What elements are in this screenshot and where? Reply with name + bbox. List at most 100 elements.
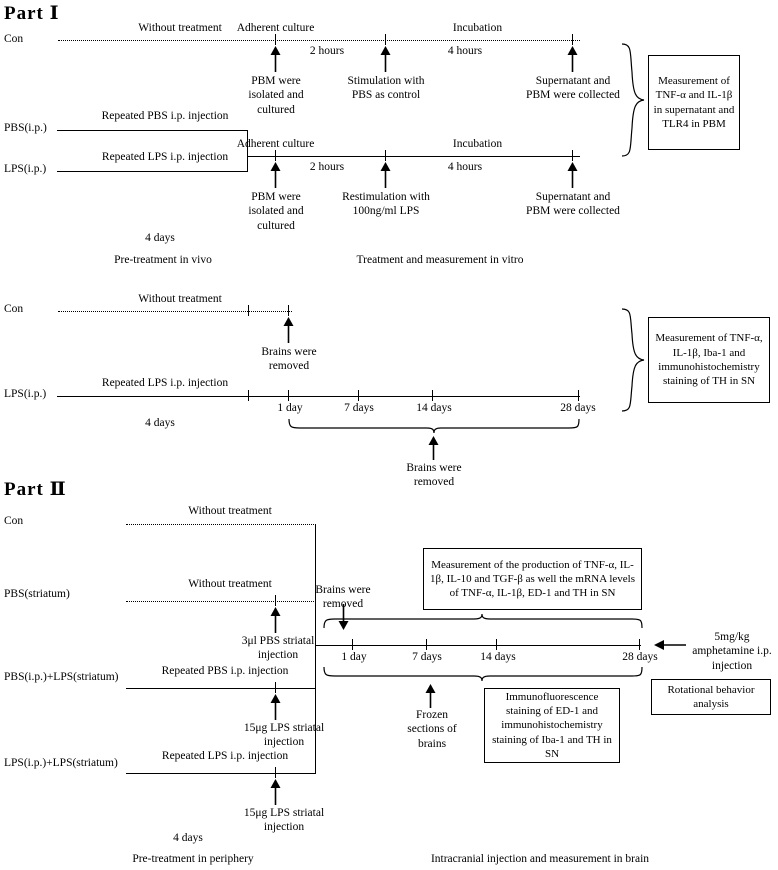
tick-con-p1c-2 (288, 305, 289, 316)
timeline-lps-p1c (57, 396, 580, 397)
behavior-box-p2: Rotational behavior analysis (651, 679, 771, 715)
tick-label-14-days-p2: 14 days (480, 651, 516, 663)
footer-caption-intracranial-injection: Intracranial injection and measurement i… (430, 853, 650, 865)
connector-pbs-lps-p1a (247, 130, 248, 171)
event-brains-removed-p1c: Brains were removed (261, 346, 317, 373)
part-1-title: Part Ⅰ (4, 3, 60, 24)
footer-duration-4-days-p1a: 4 days (145, 232, 175, 244)
tick-con-p1a-2 (385, 34, 386, 45)
tick-p2-28days (639, 639, 640, 650)
measurement-box-p1c: Measurement of TNF-α, IL-1β, Iba-1 and i… (648, 317, 770, 403)
duration-2-hours-p1b: 2 hours (309, 161, 345, 173)
event-brains-removed-p1c2: Brains were removed (406, 462, 462, 489)
tick-con-p1a-1 (275, 34, 276, 45)
row-label-con-p2: Con (4, 515, 24, 527)
tick-lps-p1c-7days (358, 390, 359, 401)
event-lps-striatal-injection-p2b: 15μg LPS striatal injection (243, 807, 325, 834)
row-label-con-p1c: Con (4, 303, 24, 315)
up-arrow-brains-removed-p1c2 (427, 436, 440, 460)
footer-duration-4-days-p2: 4 days (173, 832, 203, 844)
line-pbs-ip-p1a (57, 130, 248, 131)
tick-p2-1day (352, 639, 353, 650)
segment-incubation-p1a: Incubation (452, 22, 503, 34)
tick-invitro-p1a-3 (572, 150, 573, 161)
event-pbm-isolated-p1b: PBM were isolated and cultured (248, 191, 304, 232)
timeline-con-p1c (58, 311, 292, 312)
tick-label-28-days-p1c: 28 days (560, 402, 596, 414)
duration-4-hours-p1a: 4 hours (447, 45, 483, 57)
measurement-box-p2: Measurement of the production of TNF-α, … (423, 548, 642, 610)
caption-repeated-lps-injection-p2: Repeated LPS i.p. injection (161, 750, 289, 762)
line-pbs-striatum-p2 (126, 601, 316, 602)
timeline-main-p2 (315, 645, 641, 646)
tick-p2-14days (496, 639, 497, 650)
left-arrow-amphetamine-p2 (654, 638, 686, 652)
tick-invitro-p1a-2 (385, 150, 386, 161)
caption-repeated-lps-injection-p1c: Repeated LPS i.p. injection (101, 377, 229, 389)
caption-repeated-pbs-injection-p1a: Repeated PBS i.p. injection (101, 110, 229, 122)
segment-incubation-p1b: Incubation (452, 138, 503, 150)
caption-repeated-lps-injection-p1a: Repeated LPS i.p. injection (101, 151, 229, 163)
connector-rows-p2 (315, 524, 316, 774)
up-arrow-pbs-striatal-injection-p2 (269, 607, 282, 633)
event-supernatant-collected-p1b: Supernatant and PBM were collected (526, 191, 620, 218)
caption-without-treatment-p1a: Without treatment (138, 22, 222, 34)
tick-lps-p1c-1day (288, 390, 289, 401)
event-supernatant-collected-p1a: Supernatant and PBM were collected (526, 75, 620, 102)
caption-without-treatment-pbsstriatum-p2: Without treatment (188, 578, 272, 590)
note-amphetamine-injection-p2: 5mg/kg amphetamine i.p. injection (692, 631, 772, 672)
footer-caption-treatment-invitro: Treatment and measurement in vitro (356, 254, 524, 266)
staining-box-p2: Immunofluorescence staining of ED-1 and … (484, 688, 620, 763)
tick-con-p1a-3 (572, 34, 573, 45)
tick-lps-p1c-14days (432, 390, 433, 401)
timeline-con-p1a (58, 40, 580, 41)
under-brace-p2 (323, 666, 643, 682)
tick-lps-striatal-injection-p2a (275, 682, 276, 693)
tick-label-1-day-p1c: 1 day (277, 402, 303, 414)
up-arrow-lps-striatal-injection-p2b (269, 779, 282, 805)
measurement-box-p1a: Measurement of TNF-α and IL-1β in supern… (648, 55, 740, 150)
over-brace-p2 (323, 613, 643, 629)
footer-caption-pretreatment-periphery: Pre-treatment in periphery (132, 853, 254, 865)
tick-label-28-days-p2: 28 days (622, 651, 658, 663)
duration-4-hours-p1b: 4 hours (447, 161, 483, 173)
row-label-lps-ip-p1a: LPS(i.p.) (4, 163, 47, 175)
tick-lps-striatal-injection-p2b (275, 767, 276, 778)
part-2-title: Part Ⅱ (4, 479, 67, 500)
up-arrow-stimulation-p1a (379, 46, 392, 72)
up-arrow-pbm-isolated-p1b (269, 162, 282, 188)
footer-caption-pretreatment-invivo: Pre-treatment in vivo (114, 254, 212, 266)
event-lps-striatal-injection-p2a: 15μg LPS striatal injection (243, 722, 325, 749)
tick-label-14-days-p1c: 14 days (416, 402, 452, 414)
up-arrow-supernatant-p1b (566, 162, 579, 188)
segment-adherent-culture-p1b: Adherent culture (236, 138, 315, 150)
row-label-pbs-ip-lps-striatum-p2: PBS(i.p.)+LPS(striatum) (4, 671, 119, 683)
tick-lps-p1c-28days (578, 390, 579, 401)
line-lps-ip-lps-striatum-p2 (126, 773, 316, 774)
line-lps-ip-p1a (57, 171, 248, 172)
tick-label-7-days-p1c: 7 days (344, 402, 374, 414)
event-frozen-sections-p2: Frozen sections of brains (407, 709, 457, 750)
event-pbm-isolated-p1a: PBM were isolated and cultured (248, 75, 304, 116)
row-label-pbs-ip-p1a: PBS(i.p.) (4, 122, 47, 134)
caption-without-treatment-p1c: Without treatment (138, 293, 222, 305)
down-arrow-brains-removed-p2 (337, 604, 350, 630)
row-label-con-p1a: Con (4, 33, 24, 45)
caption-repeated-pbs-injection-p2: Repeated PBS i.p. injection (161, 665, 289, 677)
event-stimulation-pbs-p1a: Stimulation with PBS as control (347, 75, 425, 102)
caption-without-treatment-con-p2: Without treatment (188, 505, 272, 517)
event-pbs-striatal-injection-p2: 3μl PBS striatal injection (241, 635, 315, 662)
tick-p2-7days (426, 639, 427, 650)
tick-invitro-p1a-1 (275, 150, 276, 161)
tick-pbs-striatal-injection-p2 (275, 595, 276, 606)
brace-p1a (620, 42, 646, 158)
tick-label-7-days-p2: 7 days (412, 651, 442, 663)
line-con-p2 (126, 524, 316, 525)
up-arrow-lps-striatal-injection-p2a (269, 694, 282, 720)
under-brace-p1c (288, 418, 580, 434)
up-arrow-restimulation-p1b (379, 162, 392, 188)
row-label-pbs-striatum-p2: PBS(striatum) (4, 588, 70, 600)
timeline-invitro-p1a (247, 156, 580, 157)
up-arrow-supernatant-p1a (566, 46, 579, 72)
row-label-lps-ip-p1c: LPS(i.p.) (4, 388, 47, 400)
